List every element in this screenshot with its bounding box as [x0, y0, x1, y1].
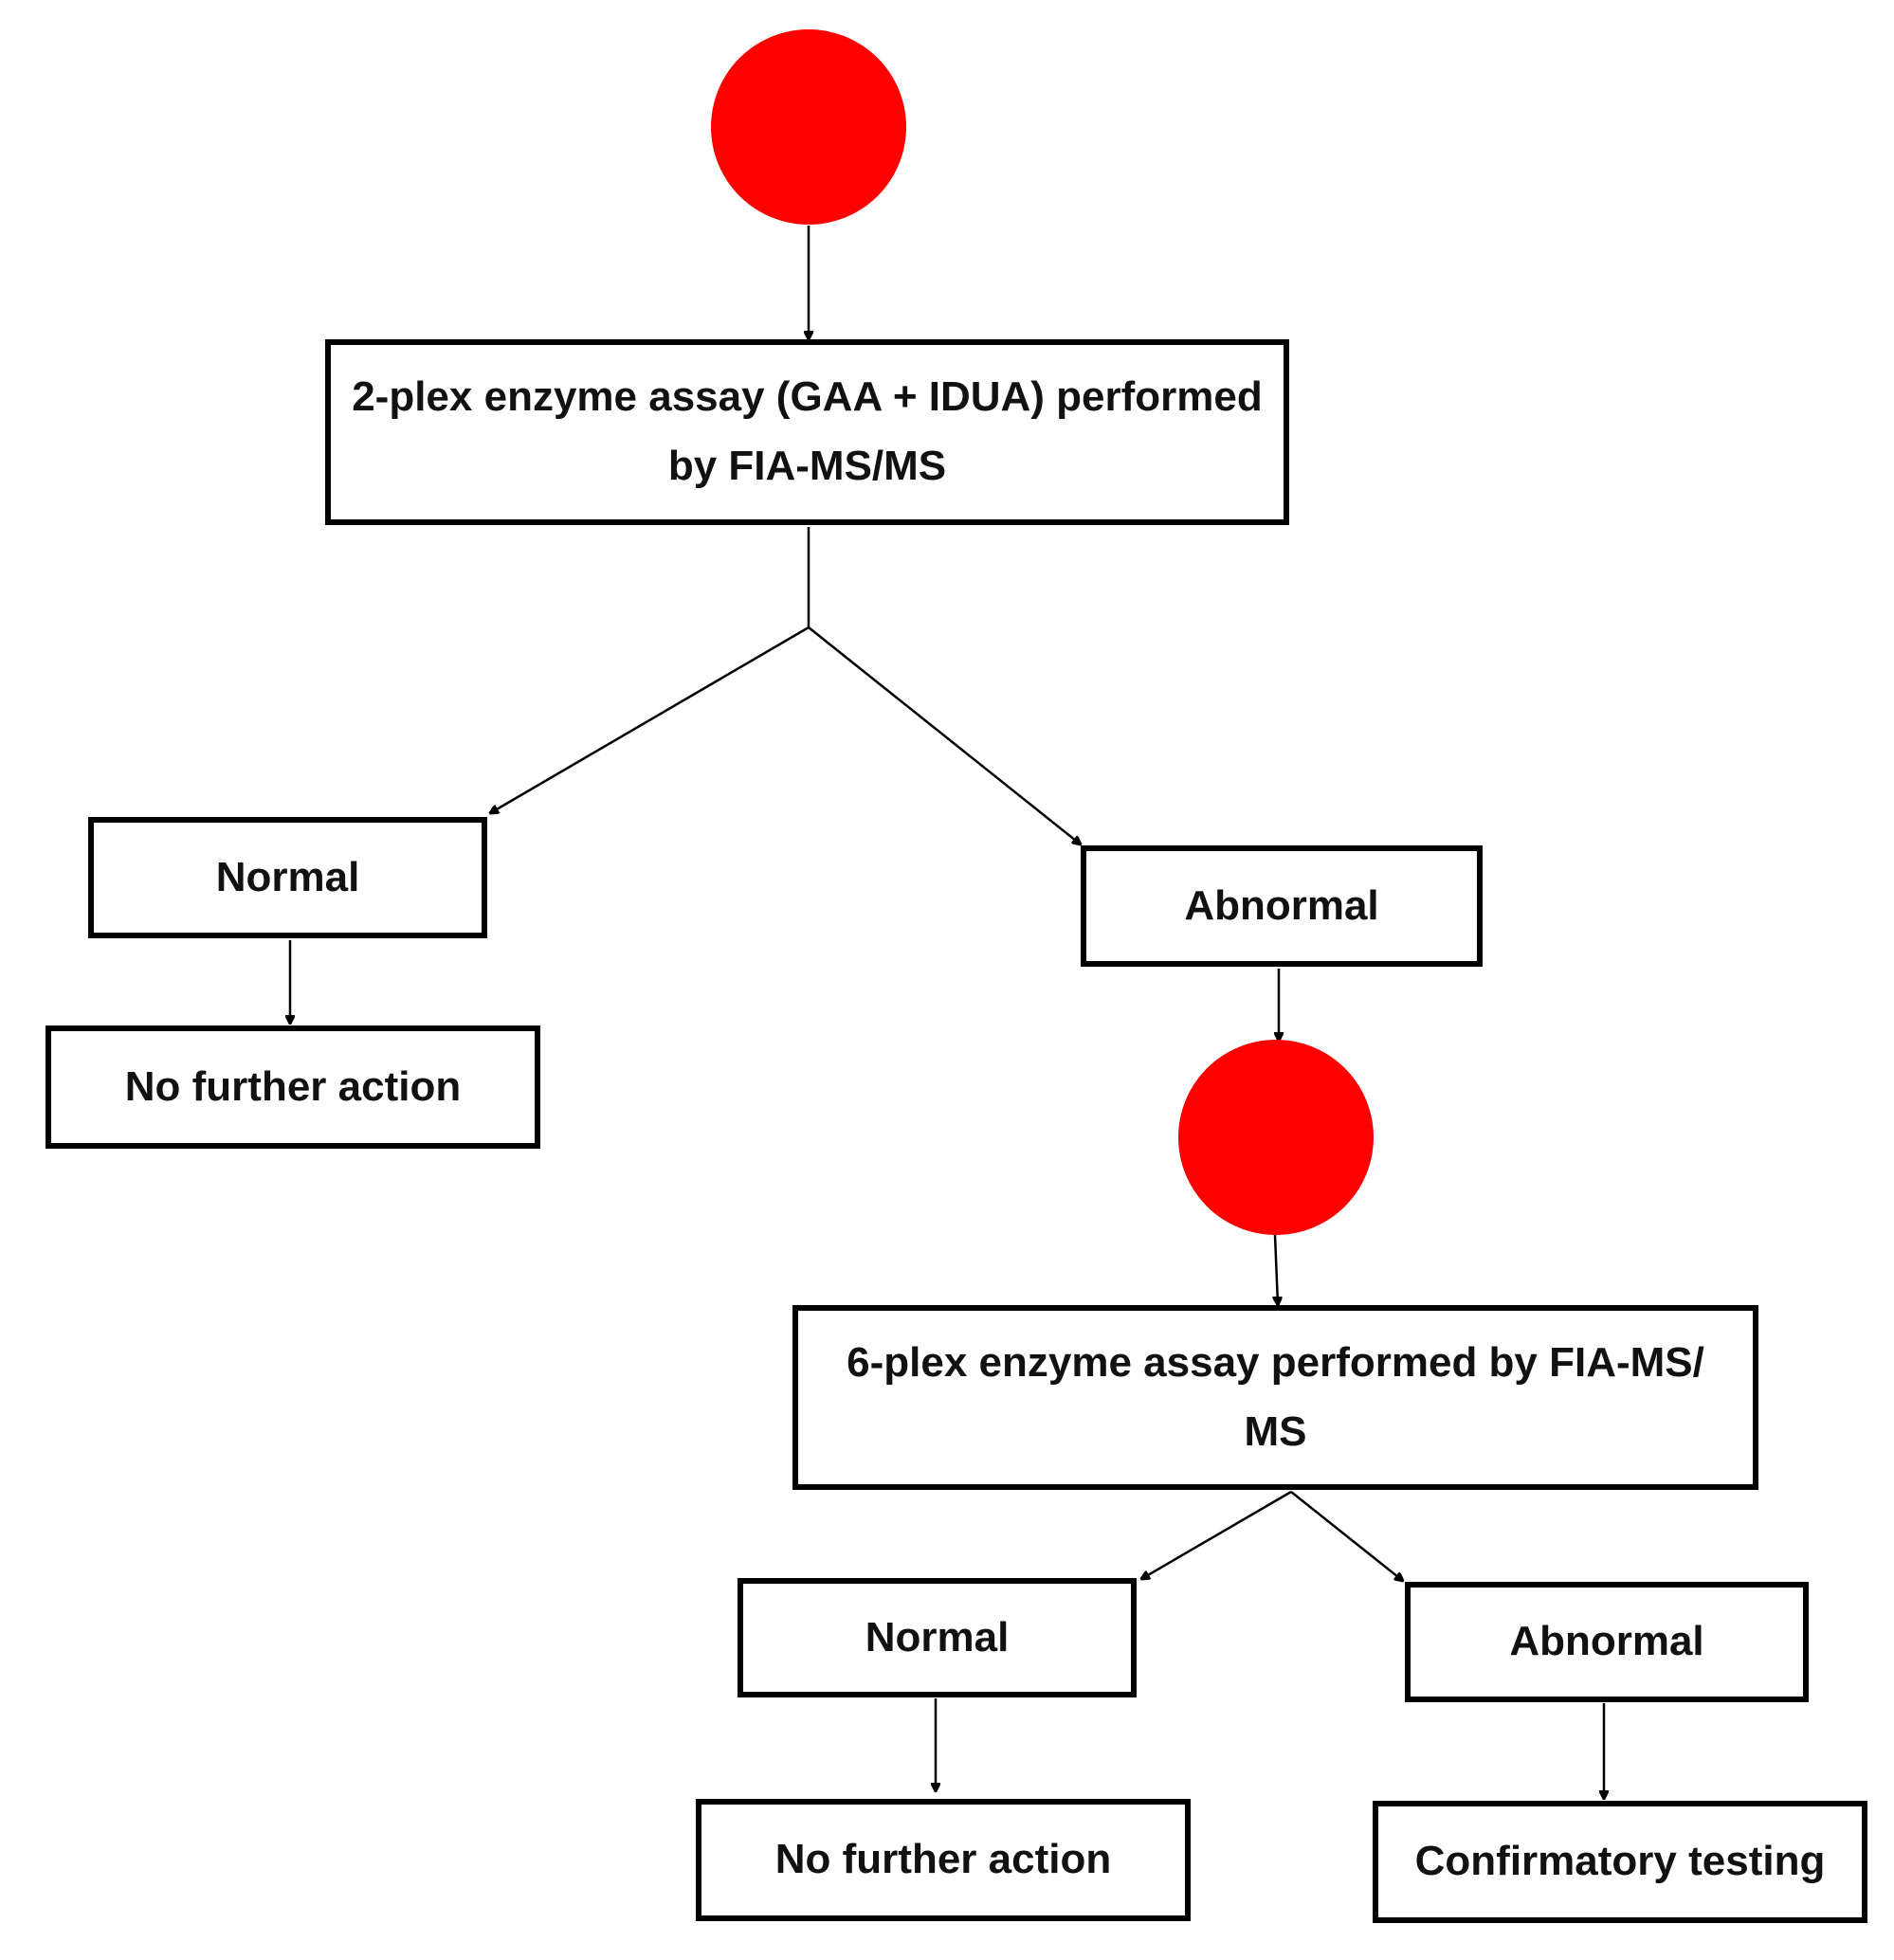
normal-label-2: Normal: [865, 1613, 1010, 1661]
normal-box-1: Normal: [88, 817, 487, 938]
abnormal-label-2: Abnormal: [1509, 1618, 1704, 1665]
start-node-top: [711, 29, 906, 225]
edge-assay6plex-to-abnormal2: [1290, 1491, 1403, 1581]
abnormal-box-2: Abnormal: [1405, 1582, 1809, 1702]
edge-split-to-abnormal1: [808, 626, 1081, 844]
assay-2plex-label: 2-plex enzyme assay (GAA + IDUA) perform…: [352, 373, 1263, 489]
no-further-action-label-1: No further action: [124, 1062, 462, 1110]
normal-label-1: Normal: [215, 853, 360, 900]
assay-6plex-label: 6-plex enzyme assay performed by FIA-MS/…: [847, 1338, 1704, 1455]
confirmatory-testing-label: Confirmatory testing: [1414, 1838, 1826, 1885]
normal-box-2: Normal: [738, 1578, 1137, 1697]
start-node-second: [1178, 1040, 1374, 1235]
abnormal-label-1: Abnormal: [1184, 881, 1379, 929]
no-further-action-label-2: No further action: [774, 1836, 1112, 1883]
assay-6plex-box: 6-plex enzyme assay performed by FIA-MS/…: [792, 1305, 1758, 1490]
edge-assay6plex-to-normal2: [1141, 1490, 1292, 1579]
confirmatory-testing-box: Confirmatory testing: [1373, 1801, 1867, 1923]
abnormal-box-1: Abnormal: [1081, 845, 1483, 967]
no-further-action-box-1: No further action: [46, 1025, 540, 1149]
edge-start2-to-assay6plex: [1275, 1234, 1278, 1305]
no-further-action-box-2: No further action: [696, 1799, 1191, 1921]
assay-2plex-box: 2-plex enzyme assay (GAA + IDUA) perform…: [325, 339, 1289, 525]
edge-split-to-normal1: [490, 626, 810, 813]
